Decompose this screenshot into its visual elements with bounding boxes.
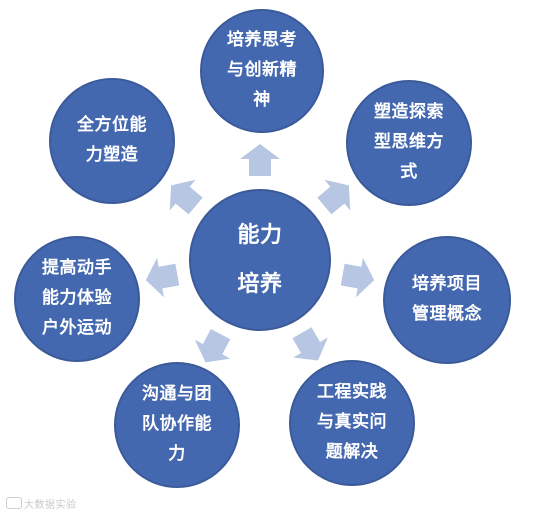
node-bottom-left: 沟通与团 队协作能 力 — [114, 362, 240, 488]
arrow-to-top — [240, 144, 280, 176]
arrow-to-top-right — [317, 179, 351, 215]
node-top-left-label: 全方位能 力塑造 — [77, 115, 147, 165]
center-label: 能力 培养 — [237, 222, 283, 298]
arrow-to-top-left — [169, 179, 203, 215]
watermark: 大数据实验 — [6, 496, 77, 511]
node-left: 提高动手 能力体验 户外运动 — [14, 236, 140, 362]
arrow-to-left — [145, 257, 180, 298]
node-top-right-label: 塑造探索 型思维方 式 — [374, 102, 444, 182]
node-bottom-right-label: 工程实践 与真实问 题解决 — [317, 382, 387, 462]
watermark-text: 大数据实验 — [24, 500, 77, 511]
watermark-logo-icon — [6, 497, 22, 509]
node-bottom-left-label: 沟通与团 队协作能 力 — [142, 384, 212, 464]
arrow-to-bottom-left — [194, 329, 231, 363]
node-top-right: 塑造探索 型思维方 式 — [346, 80, 472, 206]
node-bottom-right: 工程实践 与真实问 题解决 — [289, 360, 415, 486]
node-right-label: 培养项目 管理概念 — [412, 274, 482, 324]
node-top-left: 全方位能 力塑造 — [49, 78, 175, 204]
node-left-label: 提高动手 能力体验 户外运动 — [42, 258, 112, 338]
center-circle: 能力 培养 — [189, 189, 331, 331]
node-right: 培养项目 管理概念 — [383, 236, 511, 364]
node-top-label: 培养思考 与创新精 神 — [227, 30, 297, 110]
node-top: 培养思考 与创新精 神 — [200, 9, 324, 133]
arrow-to-right — [340, 257, 375, 298]
arrow-to-bottom-right — [292, 327, 328, 361]
